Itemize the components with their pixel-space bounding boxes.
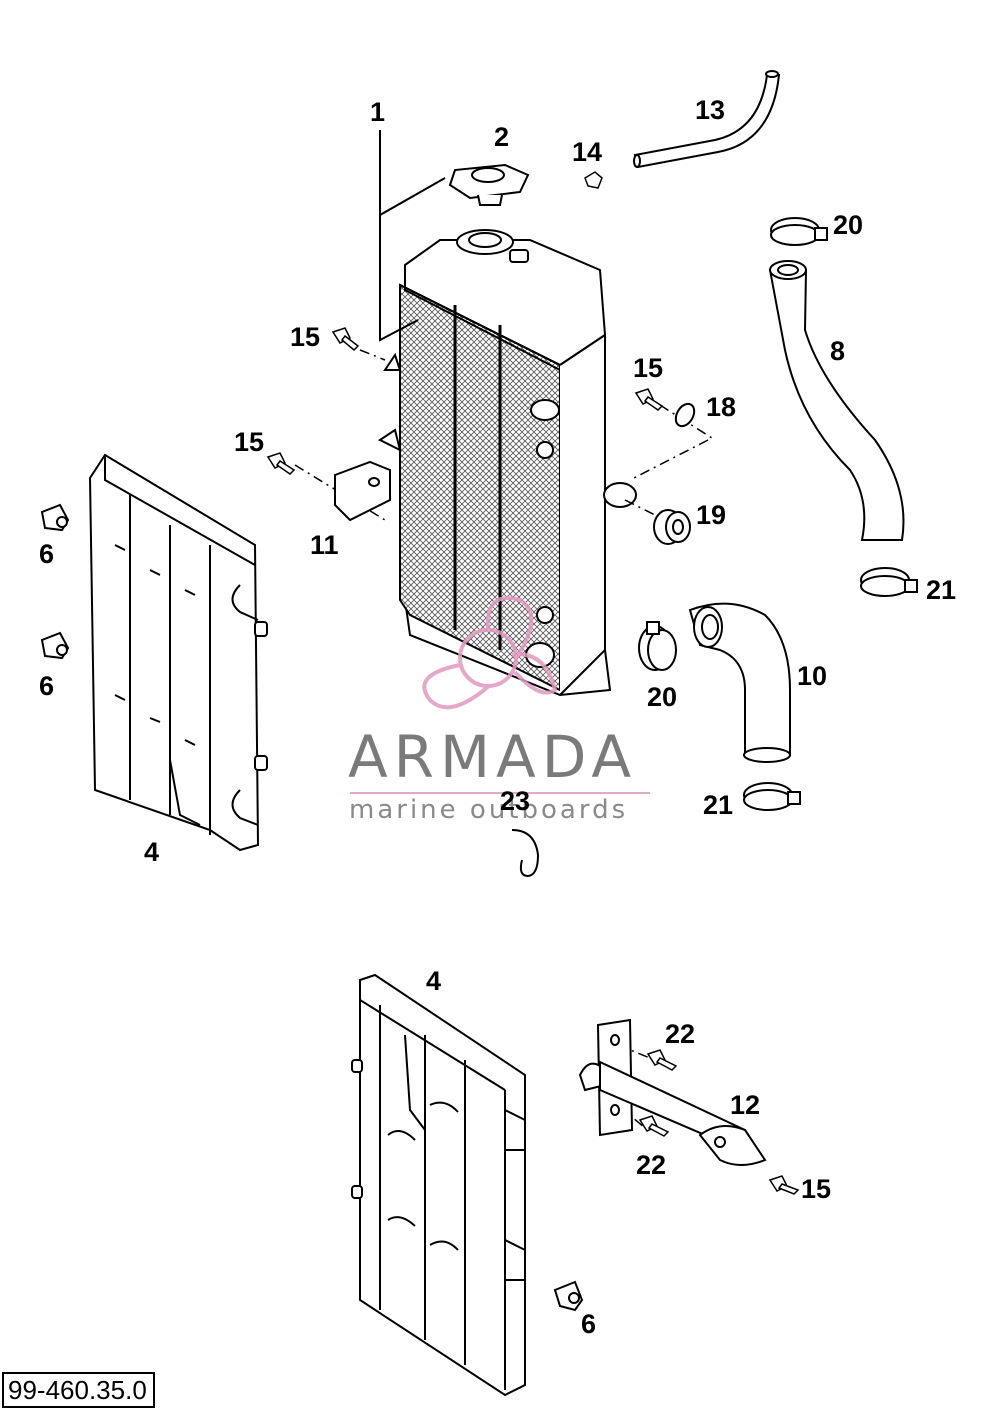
hose-clamp-mid-right [860, 567, 918, 597]
upper-hose [768, 260, 905, 541]
callout-15d: 15 [801, 1174, 832, 1204]
callout-12: 12 [730, 1090, 761, 1120]
nut-clip-bottom [553, 1280, 584, 1312]
callout-19: 19 [696, 500, 727, 530]
callout-22a: 22 [665, 1019, 696, 1049]
radiator [378, 229, 637, 697]
radiator-shroud-right [351, 973, 526, 1397]
callout-2: 2 [494, 122, 510, 152]
rubber-grommet [653, 509, 691, 545]
hose-clip [584, 171, 603, 189]
hose-clamp-left [638, 621, 677, 671]
callout-11: 11 [310, 530, 339, 560]
callout-lines [379, 130, 446, 342]
callout-8: 8 [830, 336, 846, 366]
callout-22b: 22 [636, 1150, 667, 1180]
callout-1: 1 [370, 97, 386, 127]
callout-20b: 20 [647, 682, 678, 712]
callout-15c: 15 [234, 427, 265, 457]
hose-clamp-bottom [743, 782, 801, 811]
mounting-bracket [334, 460, 391, 522]
bolt-left [266, 452, 296, 475]
diagram-reference-number: 99-460.35.0 [2, 1372, 155, 1408]
bolt-bracket-end [768, 1175, 800, 1195]
watermark-tagline: marine outboards [349, 795, 629, 825]
radiator-shroud-left [88, 453, 268, 852]
nut-clip-middle [40, 631, 70, 660]
hose-clamp-top [770, 217, 828, 246]
vent-hose [633, 70, 781, 169]
support-bracket [578, 1018, 767, 1166]
bolt-bracket-lower [638, 1115, 670, 1137]
callout-4a: 4 [144, 837, 160, 867]
callout-14: 14 [572, 137, 603, 167]
callout-15a: 15 [290, 322, 321, 352]
callout-20a: 20 [833, 210, 864, 240]
o-ring [511, 829, 540, 878]
bolt-upper-left [331, 327, 360, 352]
bolt-bracket-upper [646, 1049, 678, 1071]
washer [674, 402, 696, 428]
callout-6c: 6 [581, 1309, 597, 1339]
callout-4b: 4 [426, 966, 442, 996]
watermark-divider [350, 792, 650, 794]
callout-13: 13 [695, 95, 726, 125]
callout-6b: 6 [39, 671, 55, 701]
callout-6a: 6 [39, 539, 55, 569]
callout-21b: 21 [703, 790, 734, 820]
callout-15b: 15 [633, 353, 664, 383]
callout-10: 10 [797, 661, 828, 691]
callout-23: 23 [500, 786, 531, 816]
callout-21a: 21 [926, 575, 957, 605]
radiator-cap [448, 163, 530, 206]
lower-hose [688, 602, 791, 763]
watermark-logo-icon [422, 596, 558, 710]
bolt-right [634, 388, 664, 411]
nut-clip-top [40, 503, 70, 532]
watermark-brand: ARMADA [348, 723, 638, 791]
callout-18: 18 [706, 392, 737, 422]
